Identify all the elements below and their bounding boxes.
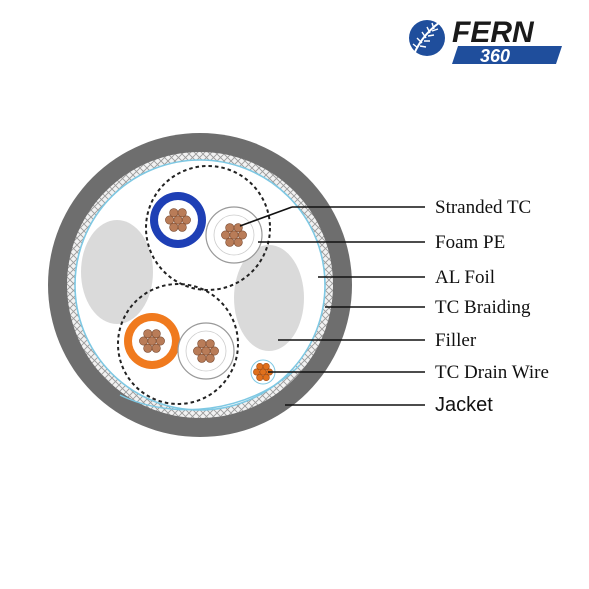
conductor-strand (151, 329, 161, 339)
conductor-strand (262, 362, 270, 370)
conductor-strand (262, 374, 270, 382)
filler-left (81, 220, 153, 324)
conductor-strand (177, 222, 187, 232)
conductor-strand (169, 222, 179, 232)
pair-a-blue-conductor (165, 208, 191, 232)
conductor-strand (155, 336, 165, 346)
foil-wrap-line (119, 364, 301, 411)
pair-b (117, 283, 239, 405)
conductor-strand (165, 215, 175, 225)
leader-lines (239, 206, 425, 406)
conductor-strand (151, 343, 161, 353)
conductor-strand (177, 208, 187, 218)
logo-number-text: 360 (480, 46, 510, 66)
pair-b-orange-conductor (139, 329, 165, 353)
label-tc-braiding: TC Braiding (435, 297, 531, 318)
conductor-strand (233, 237, 243, 247)
conductor-strand (209, 346, 219, 356)
conductor-strand (256, 362, 264, 370)
conductor-strand (225, 223, 235, 233)
conductor-strand (193, 346, 203, 356)
label-tc-drain-wire: TC Drain Wire (435, 362, 549, 383)
conductor-strand (181, 215, 191, 225)
conductor-strand (197, 339, 207, 349)
label-filler: Filler (435, 330, 477, 351)
pair-a (145, 165, 271, 291)
conductor-strand (143, 329, 153, 339)
logo-number-band (452, 46, 562, 64)
conductor-strand (173, 215, 183, 225)
pair-a-shield (145, 165, 271, 291)
label-al-foil: AL Foil (435, 267, 495, 288)
logo-brand-text: FERN (452, 16, 535, 49)
conductor-strand (229, 230, 239, 240)
conductor-strand (237, 230, 247, 240)
label-stranded-tc: Stranded TC (435, 197, 531, 218)
conductor-strand (139, 336, 149, 346)
conductor-strand (256, 374, 264, 382)
label-jacket: Jacket (435, 394, 493, 416)
conductor-strand (205, 353, 215, 363)
conductor-strand (253, 368, 261, 376)
conductor-strand (147, 336, 157, 346)
conductor-strand (197, 353, 207, 363)
label-foam-pe: Foam PE (435, 232, 505, 253)
fern360-logo: FERN 360 (409, 16, 562, 66)
tc-drain-wire (250, 359, 276, 385)
conductor-strand (205, 339, 215, 349)
conductor-strand (225, 237, 235, 247)
conductor-strand (143, 343, 153, 353)
pair-b-white-conductor (193, 339, 219, 363)
pair-b-shield (117, 283, 239, 405)
fern-leaf-icon (409, 17, 447, 56)
cable-body (48, 133, 352, 437)
conductor-strand (221, 230, 231, 240)
conductor-strand (169, 208, 179, 218)
leader-stranded-tc-a (239, 206, 293, 227)
callout-labels: Stranded TC Foam PE AL Foil TC Braiding … (435, 197, 549, 416)
conductor-strand (201, 346, 211, 356)
